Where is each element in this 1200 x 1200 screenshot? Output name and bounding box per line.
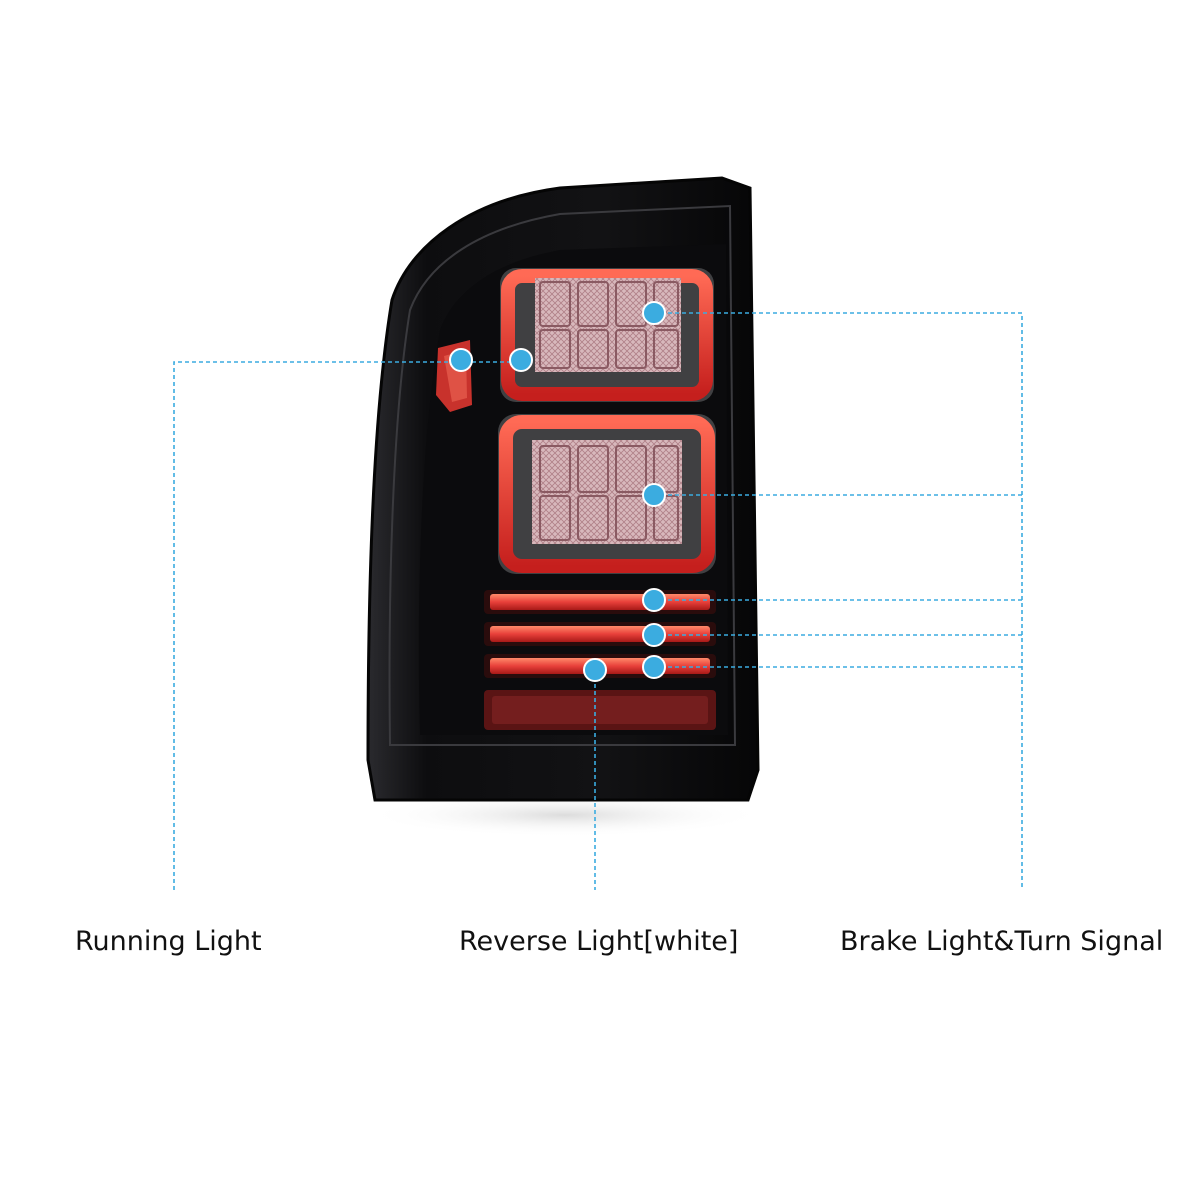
brake-turn-signal-label: Brake Light&Turn Signal xyxy=(840,926,1164,957)
running-dot-1 xyxy=(449,348,473,372)
lower-lamp-module xyxy=(498,414,716,574)
brake-callout-line xyxy=(654,312,1023,890)
brake-dot-2 xyxy=(642,483,666,507)
reverse-light-label: Reverse Light[white] xyxy=(459,926,739,957)
floor-shadow xyxy=(365,793,765,837)
running-light-label: Running Light xyxy=(75,926,262,957)
callout-dots xyxy=(449,301,666,682)
brake-dot-3 xyxy=(642,588,666,612)
led-strip-1 xyxy=(484,590,716,614)
running-callout-line xyxy=(173,361,520,890)
led-strip-2 xyxy=(484,622,716,646)
brake-dot-4 xyxy=(642,623,666,647)
upper-lamp-module xyxy=(500,268,714,402)
brake-dot-5 xyxy=(642,655,666,679)
callout-lines xyxy=(173,312,1023,890)
housing-bevel xyxy=(388,204,737,746)
brake-dot-1 xyxy=(642,301,666,325)
running-dot-2 xyxy=(509,348,533,372)
reverse-dot xyxy=(583,658,607,682)
